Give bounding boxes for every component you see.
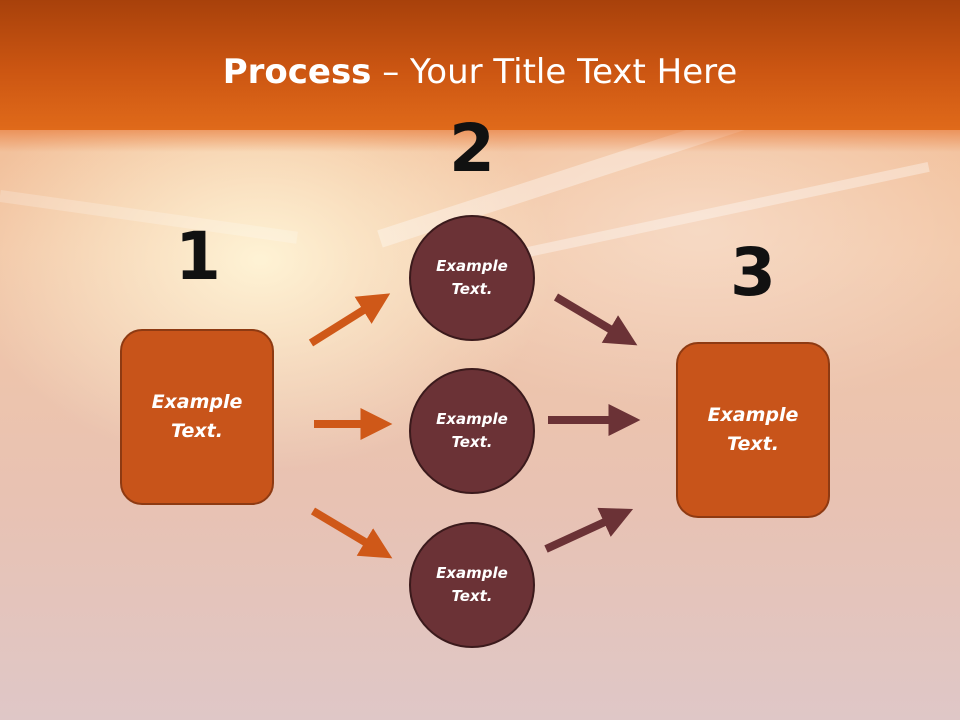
circle-middle-text: Example Text. (436, 410, 508, 451)
circle-top-text: Example Text. (436, 257, 508, 298)
right-box-text: Example Text. (707, 404, 799, 455)
title-bar (0, 0, 960, 152)
title-bold: Process (222, 52, 372, 92)
step-number-2: 2 (449, 110, 495, 187)
circle-top: Example Text. (409, 215, 535, 341)
slide-title: Process – Your Title Text Here (0, 52, 960, 92)
step-number-3: 3 (730, 234, 776, 311)
step-number-1: 1 (175, 218, 221, 295)
arrow-bottom-to-right (544, 507, 634, 553)
circle-bottom: Example Text. (409, 522, 535, 648)
title-rest: – Your Title Text Here (371, 52, 738, 92)
left-process-box: Example Text. (120, 329, 274, 505)
right-process-box: Example Text. (676, 342, 830, 518)
left-box-text: Example Text. (151, 391, 243, 442)
circle-bottom-text: Example Text. (436, 564, 508, 605)
arrow-top-to-right (553, 293, 638, 346)
arrow-left-to-bottom (310, 507, 393, 559)
circle-middle: Example Text. (409, 368, 535, 494)
arrow-left-to-top (308, 293, 391, 347)
